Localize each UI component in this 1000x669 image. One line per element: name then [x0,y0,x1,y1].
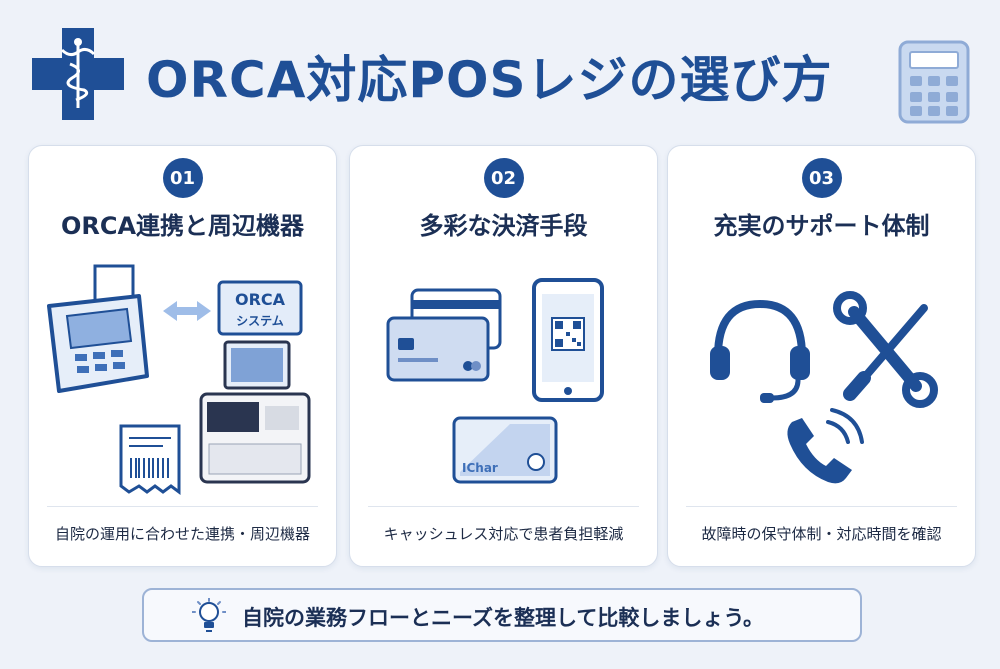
payment-methods-illustration: IChar [386,278,604,484]
phone-icon [787,408,864,484]
system-label: システム [236,314,284,328]
tip-text: 自院の業務フローとニーズを整理して比較しましょう。 [242,606,765,630]
pos-devices-illustration: ORCA システム [47,264,311,495]
divider [47,506,318,507]
ic-card-label: IChar [462,461,498,475]
smartphone-qr-icon [532,278,604,402]
card-orca-integration: 01 ORCA連携と周辺機器 ORCA システム [28,145,337,567]
orca-system-box: ORCA システム [217,280,303,336]
divider [368,506,639,507]
orca-label: ORCA [235,290,286,309]
payment-terminal-icon [47,264,149,393]
card-number-badge: 02 [483,158,524,198]
card-caption: 自院の運用に合わせた連携・周辺機器 [54,525,310,543]
divider [686,506,957,507]
wrench-screwdriver-icon [833,291,938,408]
tip-banner: 自院の業務フローとニーズを整理して比較しましょう。 [142,588,862,642]
self-checkout-kiosk-icon [199,340,311,484]
card-number-badge: 03 [801,158,842,198]
card-caption: キャッシュレス対応で患者負担軽減 [383,525,624,543]
card-caption: 故障時の保守体制・対応時間を確認 [701,525,942,543]
card-title: 充実のサポート体制 [713,212,930,240]
headset-icon [710,299,810,403]
lightbulb-icon [192,598,226,632]
page-title: ORCA対応POSレジの選び方 [146,51,833,109]
ic-card-icon: IChar [452,416,558,484]
card-payment-methods: 02 多彩な決済手段 IChar キャッシュレス対応で患 [349,145,658,567]
card-title: ORCA連携と周辺機器 [60,212,305,240]
credit-card-icon [386,288,502,382]
sync-arrow-icon [163,301,211,321]
header: ORCA対応POSレジの選び方 [0,0,1000,140]
calculator-icon [898,40,970,124]
card-support: 03 充実のサポート体制 故障時の保守体制・対応時間を確認 [667,145,976,567]
card-title: 多彩な決済手段 [419,212,588,240]
receipt-icon [119,424,181,495]
support-illustration [710,291,938,484]
card-number-badge: 01 [162,158,203,198]
medical-caduceus-icon [32,28,124,120]
